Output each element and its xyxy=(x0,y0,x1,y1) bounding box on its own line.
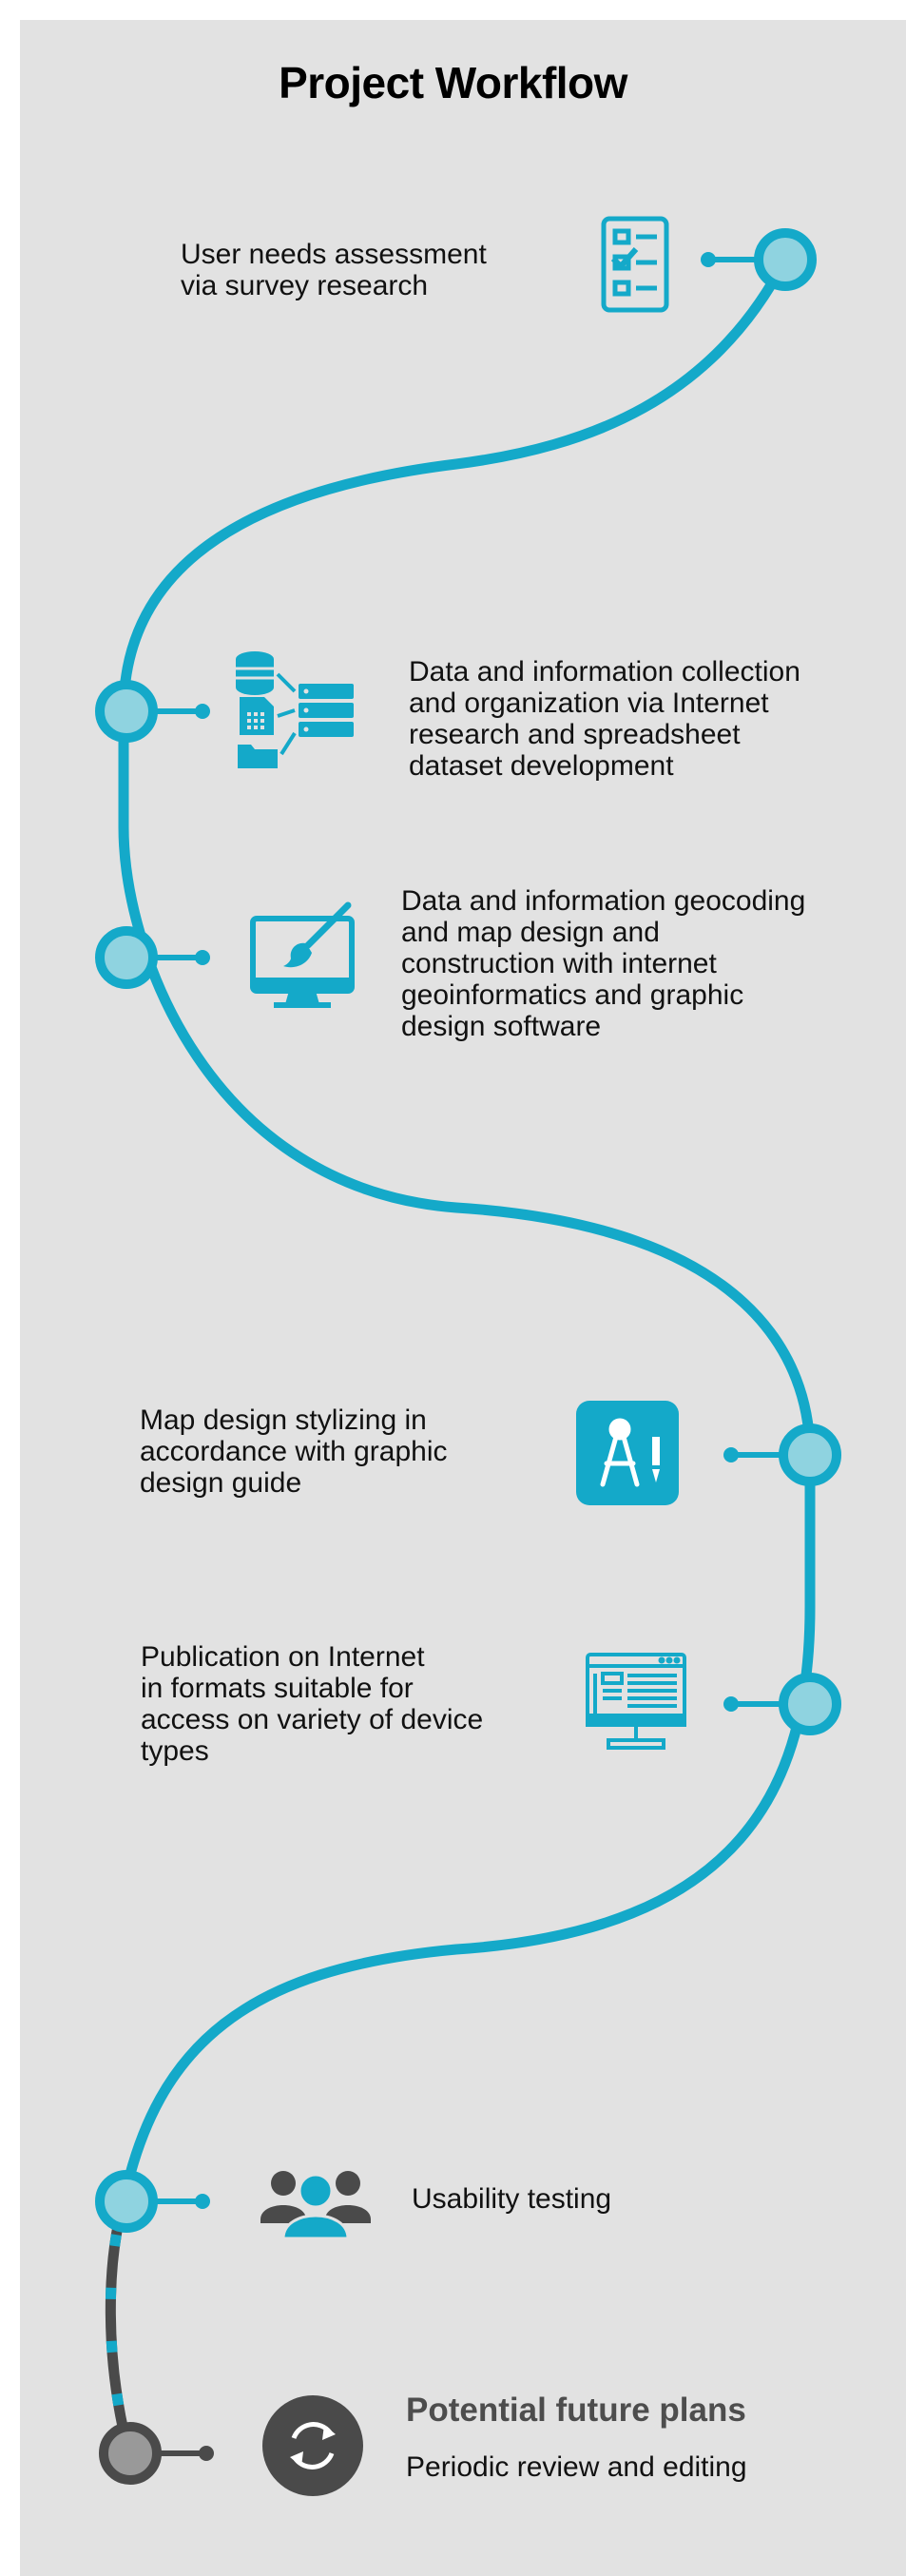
step-2-text: Data and information collection and orga… xyxy=(409,656,800,782)
checklist-icon xyxy=(601,216,669,313)
workflow-panel xyxy=(20,20,906,2576)
step-3-text: Data and information geocoding and map d… xyxy=(401,885,806,1042)
step-4-text: Map design stylizing in accordance with … xyxy=(140,1404,448,1499)
node-4 xyxy=(723,1424,841,1486)
node-3 xyxy=(95,926,210,989)
workflow-curve xyxy=(118,254,816,2207)
node-5 xyxy=(723,1673,841,1735)
node-future xyxy=(99,2422,214,2485)
page-title: Project Workflow xyxy=(279,58,627,107)
step-1-text: User needs assessment via survey researc… xyxy=(181,239,487,301)
refresh-icon xyxy=(262,2395,363,2496)
users-group-icon xyxy=(260,2171,371,2240)
node-2 xyxy=(95,680,210,743)
step-5-text: Publication on Internet in formats suita… xyxy=(141,1641,484,1767)
compass-design-icon xyxy=(576,1401,679,1505)
step-6-text: Usability testing xyxy=(412,2183,612,2215)
web-monitor-icon xyxy=(586,1653,686,1750)
future-plans-heading: Potential future plans xyxy=(406,2392,746,2429)
future-plans-text: Periodic review and editing xyxy=(406,2451,747,2483)
data-organization-icon xyxy=(236,651,354,768)
node-6 xyxy=(95,2170,210,2233)
node-1 xyxy=(701,228,817,291)
monitor-paintbrush-icon xyxy=(250,901,355,1008)
